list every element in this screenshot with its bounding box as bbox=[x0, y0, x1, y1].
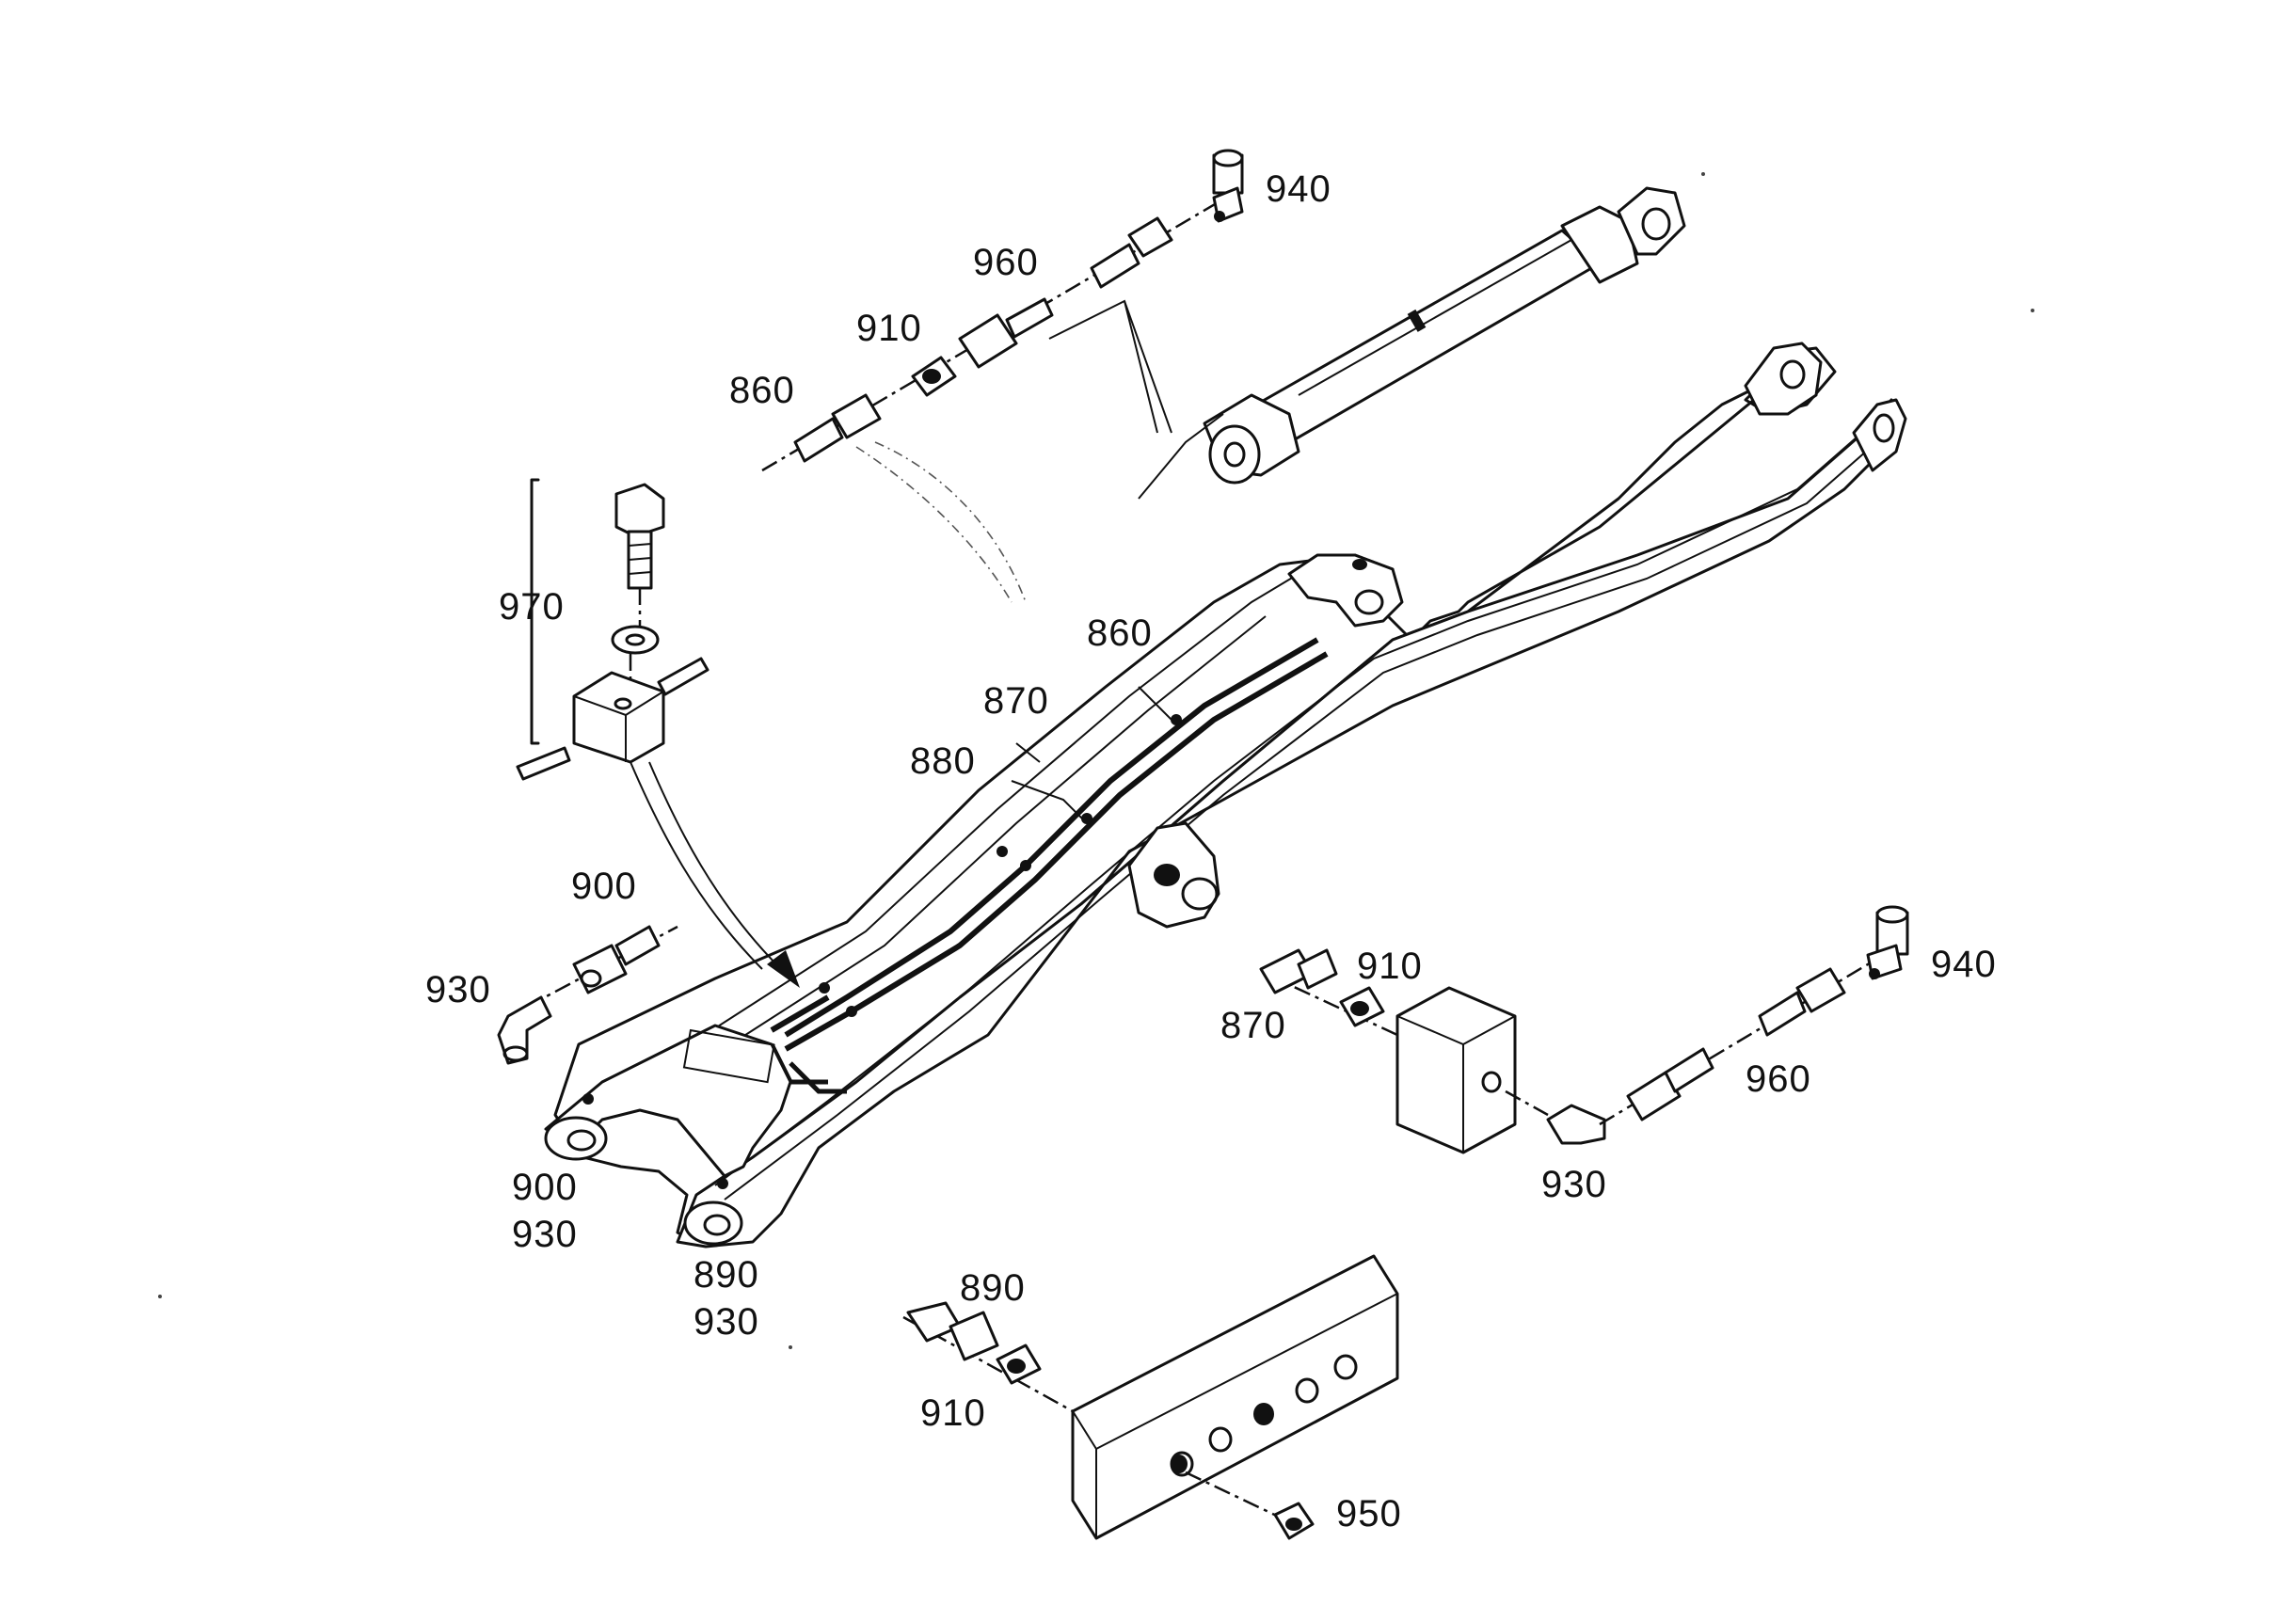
boom-head-bracket bbox=[1287, 553, 1404, 628]
fitting-910-right-icon bbox=[1339, 986, 1385, 1027]
plug-950-icon bbox=[1273, 1502, 1315, 1540]
label-960-right: 960 bbox=[1746, 1058, 1811, 1100]
fitting-960-top-upper-icon bbox=[1090, 216, 1173, 289]
label-890-b: 890 bbox=[960, 1267, 1026, 1309]
label-900-low: 900 bbox=[512, 1167, 578, 1208]
label-960-top: 960 bbox=[973, 242, 1039, 283]
label-910-right: 910 bbox=[1357, 946, 1423, 987]
leader-lines bbox=[1011, 686, 1177, 819]
top-fitting-chain bbox=[761, 149, 1244, 603]
label-880: 880 bbox=[910, 740, 976, 782]
pin-icon-left bbox=[516, 746, 571, 781]
label-890-a: 890 bbox=[694, 1254, 759, 1296]
fitting-960-right-lower-icon bbox=[1626, 1047, 1714, 1121]
hydraulic-cylinder bbox=[1138, 186, 1686, 500]
elbow-930-left-icon bbox=[497, 995, 552, 1065]
label-930-right: 930 bbox=[1541, 1164, 1607, 1205]
boom-end-eye-upper bbox=[1744, 342, 1823, 416]
part-labels: 940 960 910 860 970 860 870 880 900 930 … bbox=[425, 168, 1997, 1535]
clamp-block-icon bbox=[572, 671, 665, 764]
fitting-960-right-upper-icon bbox=[1758, 967, 1846, 1037]
fitting-910-top-icon bbox=[911, 356, 957, 397]
fitting-870-right-icon bbox=[1259, 948, 1338, 994]
label-870-mid: 870 bbox=[983, 680, 1049, 722]
elbow-930-right-icon bbox=[1546, 1104, 1606, 1145]
label-950: 950 bbox=[1336, 1493, 1402, 1535]
boom-end-eye-lower bbox=[1852, 398, 1907, 472]
washer-icon bbox=[611, 625, 660, 655]
label-860-top: 860 bbox=[729, 370, 795, 411]
fitting-860-top-icon bbox=[793, 393, 882, 463]
label-910-top: 910 bbox=[856, 308, 922, 349]
label-930-low: 930 bbox=[512, 1214, 578, 1255]
label-870-right: 870 bbox=[1220, 1005, 1286, 1046]
label-970: 970 bbox=[499, 586, 565, 628]
pin-icon-right bbox=[657, 657, 710, 696]
manifold-block bbox=[902, 1254, 1399, 1540]
label-860-mid: 860 bbox=[1087, 612, 1153, 654]
label-940-top: 940 bbox=[1266, 168, 1331, 210]
fitting-900-icon bbox=[572, 925, 661, 994]
bolt-icon bbox=[614, 483, 665, 590]
mid-pivot-boss bbox=[1127, 821, 1220, 929]
label-910-bottom: 910 bbox=[920, 1392, 986, 1434]
valve-block bbox=[1259, 905, 1909, 1154]
pivot-eye-left bbox=[544, 1116, 608, 1161]
clamp-block-assembly bbox=[516, 478, 800, 988]
label-930-left: 930 bbox=[425, 969, 491, 1010]
fitting-890-bottom-icon bbox=[906, 1301, 999, 1361]
boom-arm bbox=[544, 342, 1907, 1248]
pivot-eye-bottom bbox=[683, 1201, 743, 1246]
fitting-960-top-lower-icon bbox=[958, 297, 1054, 369]
label-940-right: 940 bbox=[1931, 944, 1997, 985]
elbow-940-top-icon bbox=[1212, 149, 1244, 223]
label-930-b: 930 bbox=[694, 1301, 759, 1343]
fitting-910-bottom-icon bbox=[996, 1344, 1042, 1385]
label-900-top: 900 bbox=[571, 866, 637, 907]
left-fittings bbox=[497, 925, 678, 1065]
elbow-940-right-icon bbox=[1866, 905, 1909, 980]
